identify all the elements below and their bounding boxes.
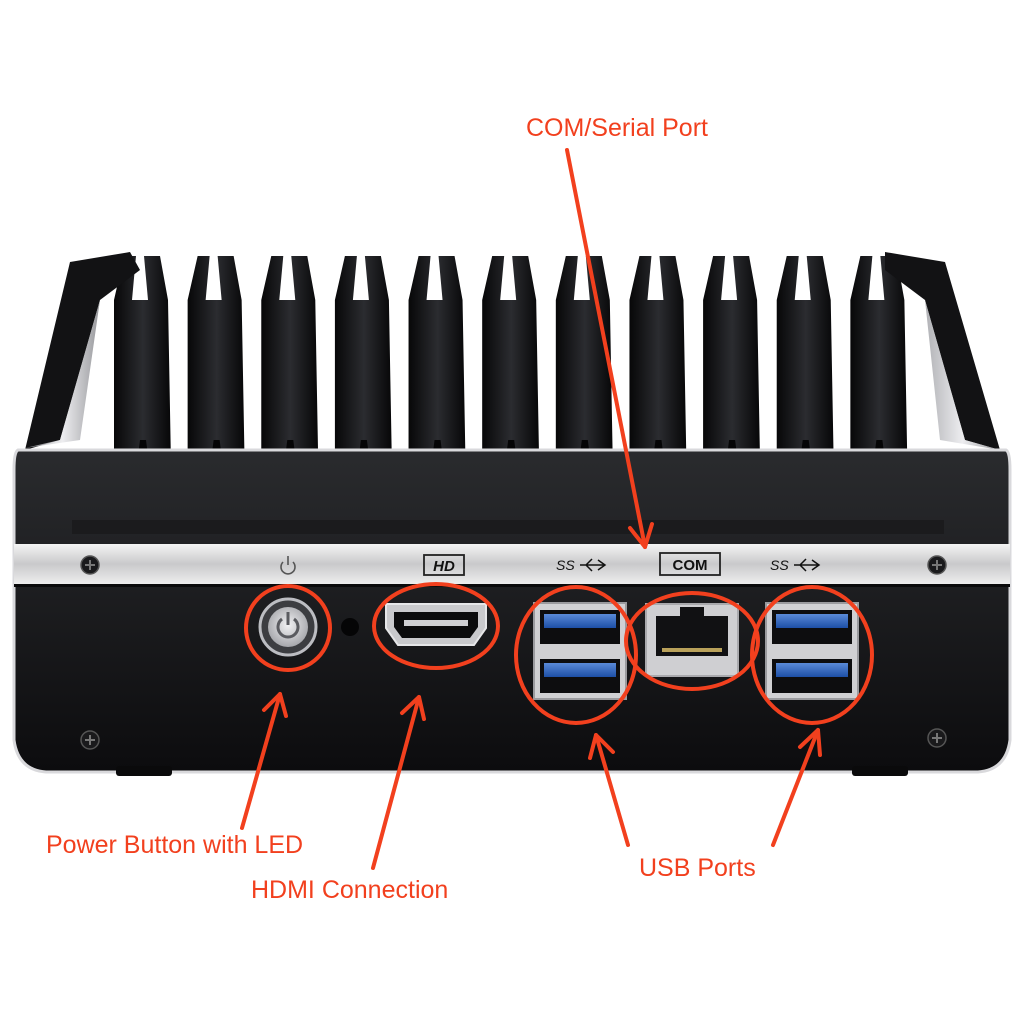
arrow-usb-left-head <box>588 733 615 760</box>
com-serial-port[interactable] <box>645 603 739 677</box>
screw-icon <box>80 730 100 750</box>
arrow-power-button-head <box>262 692 288 718</box>
power-symbol-icon <box>280 556 296 575</box>
annotation-layer <box>240 148 874 870</box>
hdmi-port[interactable] <box>385 603 487 646</box>
arrow-usb-right-head <box>798 728 822 757</box>
foot-right <box>852 766 908 776</box>
highlight-usb-right <box>750 585 874 725</box>
ss-label-right: SS <box>770 557 789 573</box>
highlight-hdmi-port <box>372 582 500 670</box>
callout-com-serial-port: COM/Serial Port <box>526 114 708 142</box>
screw-icon <box>927 555 947 575</box>
com-label-box: COM <box>659 552 721 576</box>
highlight-usb-left <box>514 585 638 725</box>
arrow-hdmi-port-head <box>400 695 426 721</box>
usb-port-stack-right[interactable] <box>765 602 859 700</box>
screw-icon <box>927 728 947 748</box>
hd-logo-icon: HD <box>423 554 465 576</box>
usb-port-stack-left[interactable] <box>533 602 627 700</box>
foot-left <box>116 766 172 776</box>
front-panel <box>12 448 1012 774</box>
callout-usb-ports: USB Ports <box>639 854 756 882</box>
ss-label-left: SS <box>556 557 575 573</box>
screws <box>80 555 947 750</box>
power-icon <box>276 612 300 639</box>
arrow-com-serial-port <box>565 148 647 549</box>
arrow-com-serial-port-head <box>628 522 654 549</box>
arrow-usb-left <box>594 733 630 847</box>
callout-power-button: Power Button with LED <box>46 831 304 859</box>
usb-superspeed-icon: SS <box>770 557 821 573</box>
hd-label: HD <box>433 558 455 575</box>
com-label: COM <box>673 557 708 574</box>
screw-icon <box>80 555 100 575</box>
led-indicator <box>341 618 359 636</box>
chassis-side-left <box>25 252 140 450</box>
power-button[interactable] <box>258 597 318 657</box>
highlight-power-button <box>244 584 332 672</box>
callout-hdmi-connection: HDMI Connection <box>251 876 449 904</box>
arrow-hdmi-port <box>371 695 421 870</box>
chassis-side-right <box>885 252 1000 450</box>
highlight-com-port <box>624 591 760 691</box>
arrow-usb-right <box>771 728 820 847</box>
arrow-power-button <box>240 692 282 830</box>
usb-superspeed-icon: SS <box>556 557 607 573</box>
